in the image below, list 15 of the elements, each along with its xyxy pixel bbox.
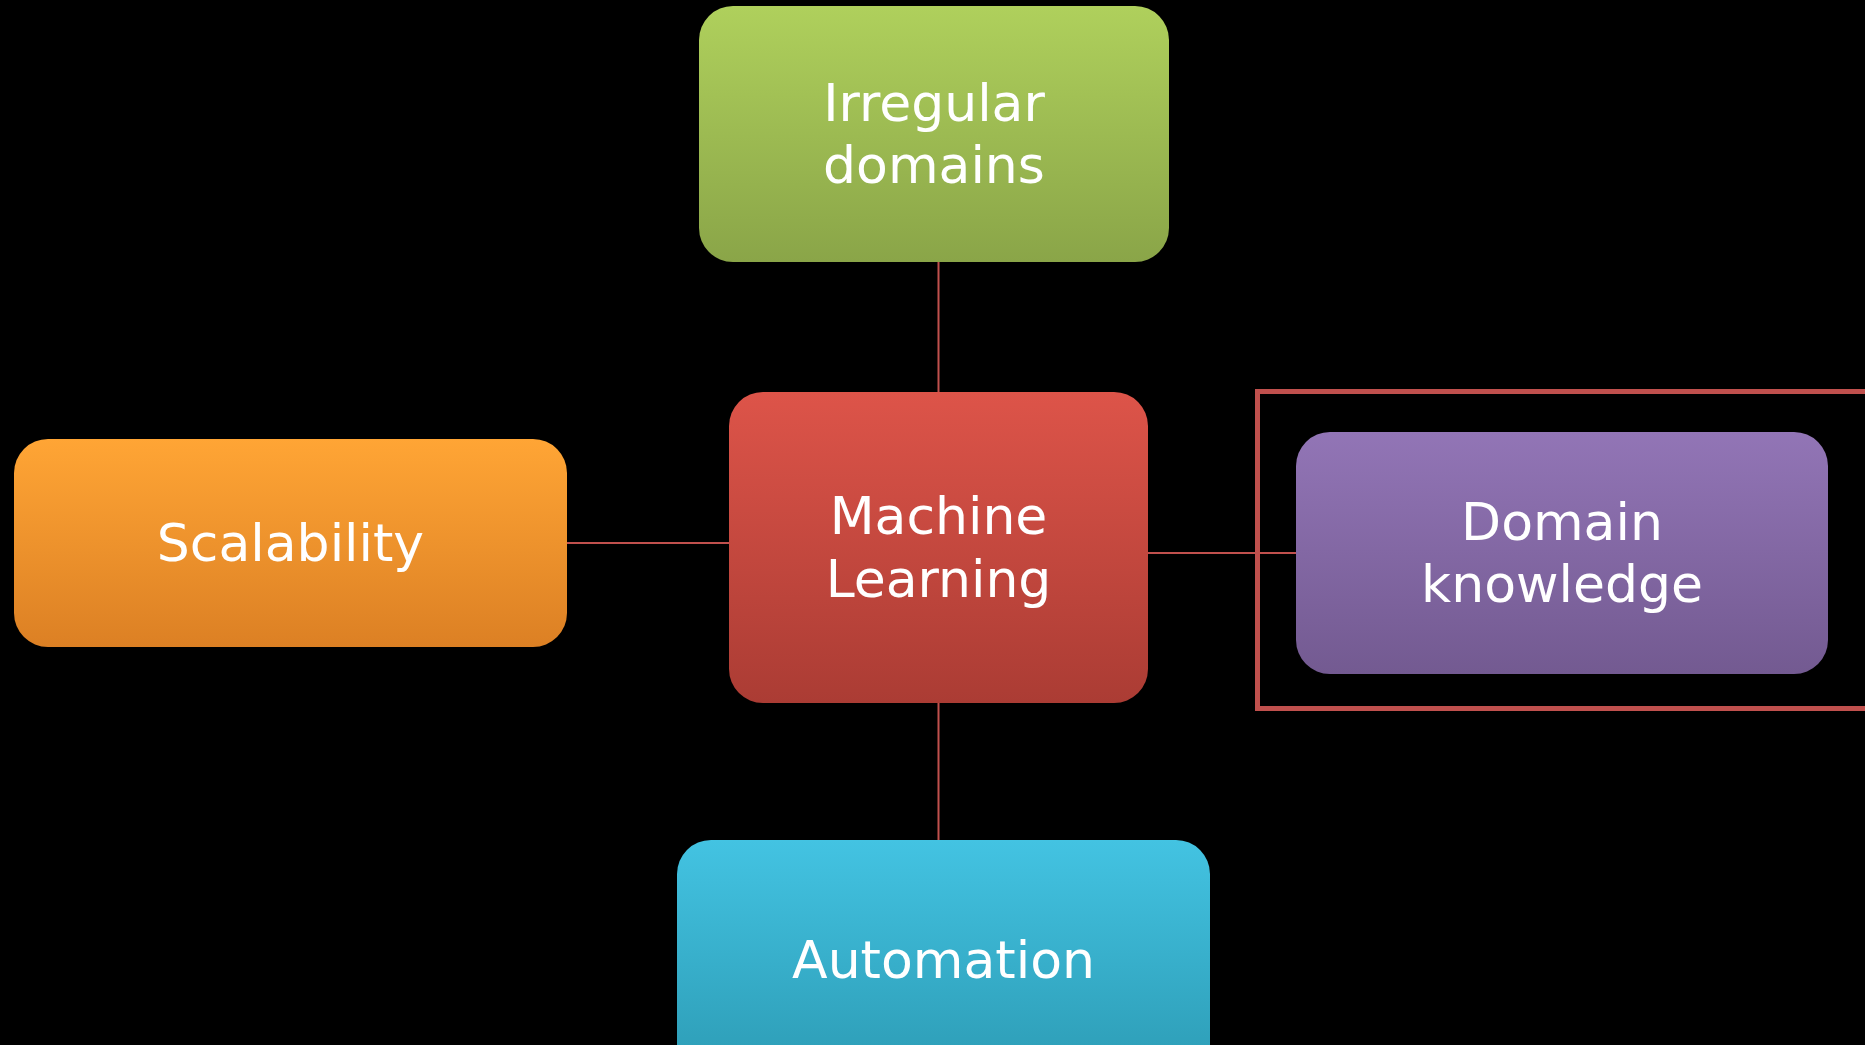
topic-box — [14, 439, 567, 647]
connector-line — [566, 542, 730, 544]
connector-line — [937, 261, 940, 393]
box-label: Scalability — [156, 511, 425, 575]
highlight-frame — [1255, 389, 1865, 711]
box-label: Domain knowledge — [1420, 490, 1704, 616]
topic-box — [729, 392, 1148, 703]
box-label: Machine Learning — [824, 485, 1053, 610]
connector-line — [937, 702, 940, 841]
topic-box — [677, 840, 1210, 1045]
box-label: Irregular domains — [822, 71, 1046, 197]
box-label: Automation — [792, 928, 1095, 992]
topic-box — [1296, 432, 1828, 674]
connector-line — [1147, 552, 1297, 554]
topic-box — [699, 6, 1169, 262]
